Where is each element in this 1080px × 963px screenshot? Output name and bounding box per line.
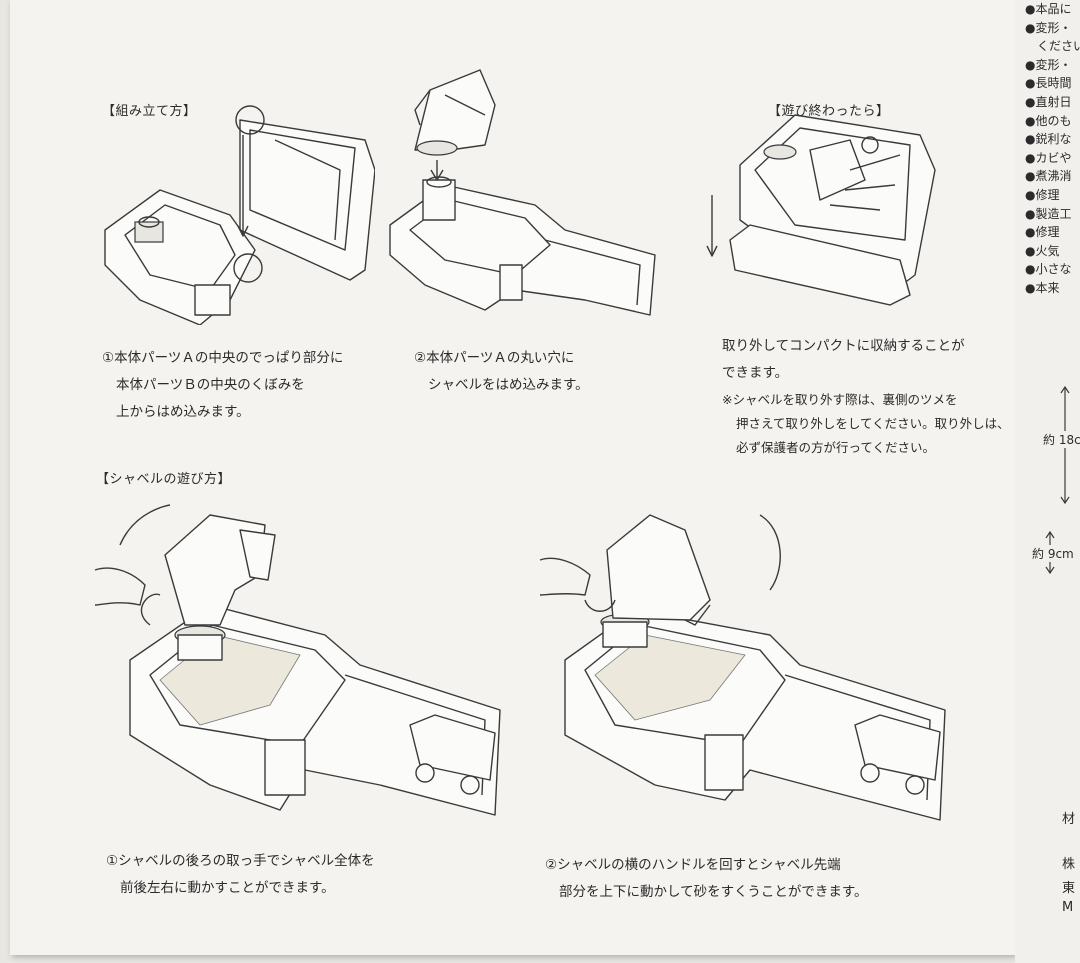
storage-illustration bbox=[700, 110, 940, 310]
shovel-step1-text: ①シャベルの後ろの取っ手でシャベル全体を 前後左右に動かすことができます。 bbox=[106, 853, 375, 896]
caution-item: ●本品に bbox=[1025, 2, 1072, 16]
company-line-2: 東 bbox=[1062, 881, 1076, 896]
assembly-step2-text: ②本体パーツＡの丸い穴に シャベルをはめ込みます。 bbox=[414, 350, 589, 393]
caution-item: ●変形・ bbox=[1025, 57, 1072, 72]
shovel-illustration-2 bbox=[535, 500, 955, 830]
caution-item: ●鋭利な bbox=[1025, 132, 1072, 147]
shovel-step2-text: ②シャベルの横のハンドルを回すとシャベル先端 部分を上下に動かして砂をすくうこと… bbox=[545, 857, 868, 900]
right-column bbox=[1015, 0, 1080, 963]
height-dimension-label: 約 18c bbox=[1043, 431, 1080, 448]
caution-list: ●本品に ●変形・ ください ●変形・ ●長時間 ●直射日 ●他のも ●鋭利な … bbox=[1025, 0, 1080, 298]
caution-item: ●火気 bbox=[1025, 243, 1060, 258]
after-play-note: ※シャベルを取り外す際は、裏側のツメを 押さえて取り外しをしてください。取り外し… bbox=[722, 392, 1010, 455]
assembly-illustration-2 bbox=[385, 60, 670, 330]
caution-item: ●製造工 bbox=[1025, 206, 1072, 221]
shovel-title: 【シャベルの遊び方】 bbox=[96, 472, 232, 487]
small-dimension-label: 約 9cm bbox=[1032, 545, 1074, 562]
caution-item: ●煮沸消 bbox=[1025, 169, 1072, 184]
caution-item: ●変形・ bbox=[1025, 20, 1072, 35]
after-play-text: 取り外してコンパクトに収納することが できます。 bbox=[722, 338, 965, 381]
caution-item: ●修理 bbox=[1025, 225, 1060, 240]
assembly-illustration-1 bbox=[100, 100, 375, 325]
company-line-3: M bbox=[1062, 900, 1074, 915]
caution-item: ●修理 bbox=[1025, 187, 1060, 202]
material-label: 材 bbox=[1062, 812, 1076, 827]
caution-item: ●長時間 bbox=[1025, 76, 1072, 91]
caution-item: ●本来 bbox=[1025, 280, 1060, 295]
caution-item: ください bbox=[1025, 39, 1080, 54]
caution-item: ●小さな bbox=[1025, 262, 1072, 277]
caution-item: ●カビや bbox=[1025, 150, 1072, 165]
assembly-step1-text: ①本体パーツＡの中央のでっぱり部分に 本体パーツＢの中央のくぼみを 上からはめ込… bbox=[102, 350, 344, 420]
caution-item: ●直射日 bbox=[1025, 94, 1072, 109]
company-line-1: 株 bbox=[1062, 857, 1076, 872]
shovel-illustration-1 bbox=[90, 495, 505, 830]
caution-item: ●他のも bbox=[1025, 113, 1072, 128]
assembly-title: 【組み立て方】 bbox=[102, 104, 197, 119]
